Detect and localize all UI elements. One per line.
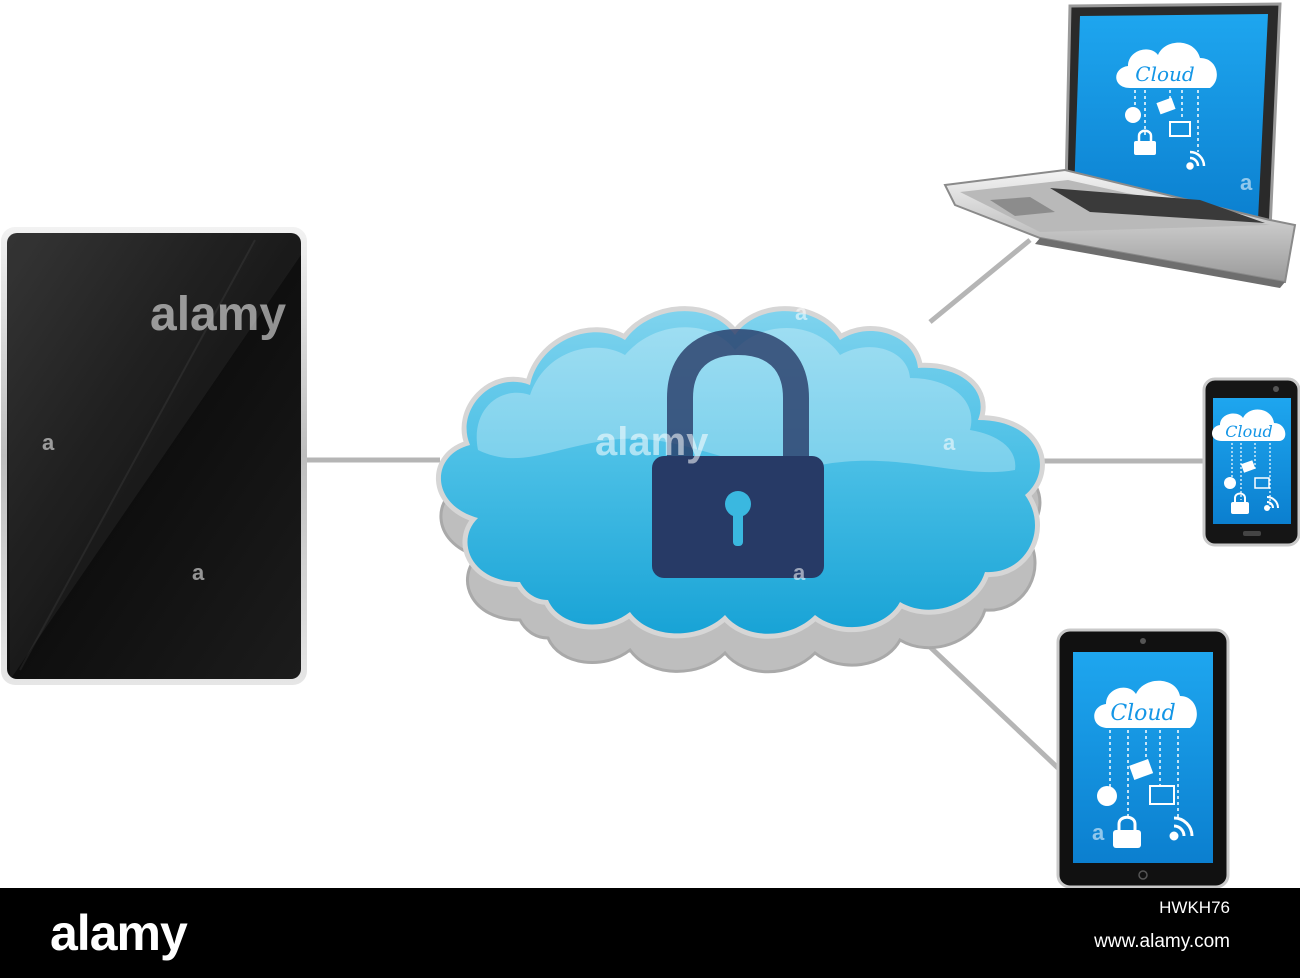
footer-bar — [0, 888, 1300, 978]
padlock-icon — [1134, 129, 1156, 155]
chat-icon — [1169, 121, 1191, 137]
globe-icon — [1097, 786, 1117, 806]
phone-screen-content: Cloud — [1212, 409, 1286, 514]
chat-icon — [1254, 477, 1270, 489]
watermark-letter: a — [1092, 820, 1105, 845]
watermark-letter: a — [42, 430, 55, 455]
padlock-icon — [1113, 815, 1141, 848]
watermark-letter: a — [795, 300, 808, 325]
envelope-icon — [1240, 460, 1256, 473]
envelope-icon — [1129, 759, 1154, 780]
laptop-screen-content: Cloud — [1116, 42, 1217, 170]
small-tablet-cloud-label: Cloud — [1110, 701, 1175, 726]
laptop-device: Cloud — [943, 2, 1297, 288]
footer-url: www.alamy.com — [1094, 931, 1230, 952]
globe-icon — [1125, 107, 1141, 123]
watermark-letter: a — [192, 560, 205, 585]
phone-device: Cloud — [1202, 377, 1300, 547]
watermark-word-cloud: alamy — [595, 420, 709, 464]
small-tablet-screen-content: Cloud — [1094, 680, 1197, 848]
connector-laptop — [928, 238, 1032, 324]
small-tablet-device: Cloud — [1056, 628, 1230, 889]
wifi-icon — [1264, 496, 1279, 511]
envelope-icon — [1156, 97, 1176, 115]
cloud-highlight — [476, 327, 1016, 473]
watermark-letter: a — [943, 430, 956, 455]
watermark-letter: a — [793, 560, 806, 585]
watermark-word-tablet: alamy — [150, 288, 286, 341]
padlock-icon — [652, 328, 824, 578]
watermarks: alamy alamy a a a a a a a — [42, 170, 1253, 845]
chat-icon — [1149, 785, 1175, 805]
footer-logo: alamy — [50, 905, 188, 961]
watermark-letter: a — [1240, 170, 1253, 195]
connectors — [305, 238, 1205, 770]
connector-small-tablet — [908, 626, 1060, 770]
large-tablet — [1, 227, 307, 685]
wifi-icon — [1186, 150, 1206, 170]
globe-icon — [1224, 477, 1236, 489]
footer-image-id: HWKH76 — [1159, 898, 1230, 917]
phone-cloud-label: Cloud — [1225, 422, 1273, 441]
padlock-icon — [1231, 492, 1249, 514]
wifi-icon — [1169, 816, 1194, 841]
laptop-cloud-label: Cloud — [1135, 62, 1194, 86]
security-cloud — [436, 306, 1045, 674]
